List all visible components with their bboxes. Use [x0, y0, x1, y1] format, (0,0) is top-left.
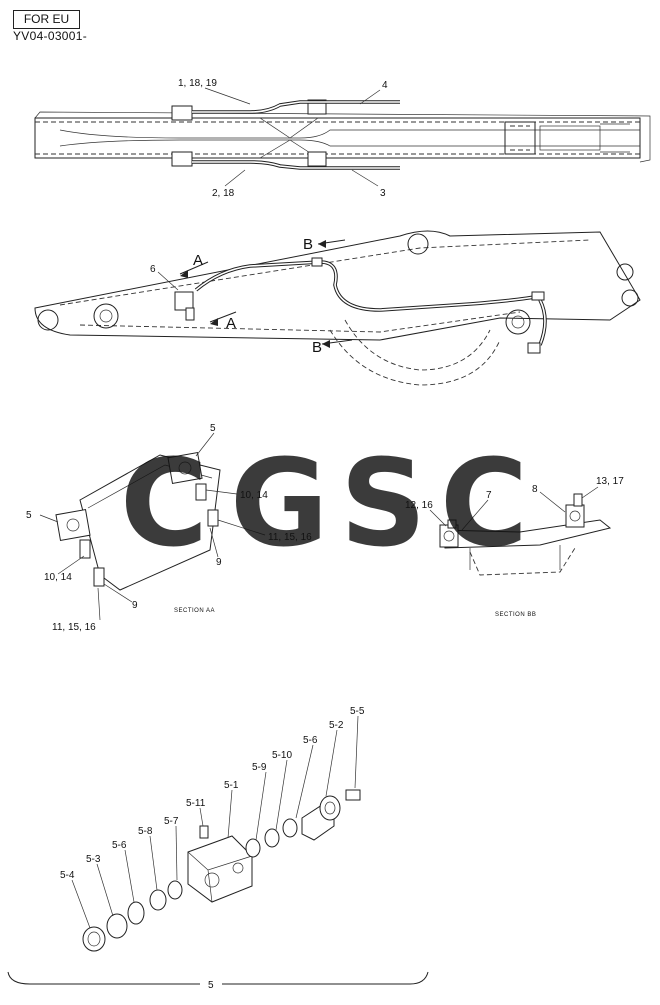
assembly-label-5: 5 — [208, 980, 214, 991]
callout-4: 4 — [382, 80, 388, 91]
callout-7: 7 — [486, 490, 492, 501]
callout-5-2: 5-2 — [329, 720, 344, 731]
section-marker-b-bottom: B — [312, 339, 322, 356]
region-tag: FOR EU — [13, 10, 80, 29]
callout-8: 8 — [532, 484, 538, 495]
watermark-letter: C — [120, 435, 208, 574]
watermark-letter: G — [230, 435, 329, 574]
top-view: 1, 18, 19 4 2, 18 3 — [34, 78, 651, 199]
callout-6: 6 — [150, 264, 156, 275]
watermark-letter: S — [340, 435, 426, 574]
watermark-letter: C — [440, 435, 528, 574]
callout-5-6-right: 5-6 — [303, 735, 318, 746]
callout-2-18: 2, 18 — [212, 188, 235, 199]
callout-5-9: 5-9 — [252, 762, 267, 773]
callout-9-right: 9 — [216, 557, 222, 568]
callout-5-8: 5-8 — [138, 826, 153, 837]
callout-9-left: 9 — [132, 600, 138, 611]
section-bb: 8 13, 17 12, 16 7 SECTION BB — [405, 476, 624, 618]
section-aa-title: SECTION AA — [174, 608, 215, 614]
drawing-code: YV04-03001- — [13, 29, 88, 43]
callout-1-18-19: 1, 18, 19 — [178, 78, 217, 89]
callout-5-left: 5 — [26, 510, 32, 521]
callout-5-6-left: 5-6 — [112, 840, 127, 851]
section-marker-a-top: A — [193, 252, 203, 269]
callout-13-17: 13, 17 — [596, 476, 624, 487]
callout-5-5: 5-5 — [350, 706, 365, 717]
callout-5-4: 5-4 — [60, 870, 75, 881]
callout-10-14-left: 10, 14 — [44, 572, 72, 583]
callout-12-16: 12, 16 — [405, 500, 433, 511]
callout-10-14-right: 10, 14 — [240, 490, 268, 501]
section-marker-b-top: B — [303, 236, 313, 253]
callout-5-7: 5-7 — [164, 816, 179, 827]
side-view: 6 A A B B — [34, 230, 641, 386]
callout-11-15-16-right: 11, 15, 16 — [268, 532, 312, 543]
callout-5-3: 5-3 — [86, 854, 101, 865]
section-aa: 5 10, 14 11, 15, 16 9 5 10, 14 9 11, 15,… — [26, 423, 312, 633]
callout-3: 3 — [380, 188, 386, 199]
exploded-view: 5-5 5-2 5-6 5-10 5-9 5-1 5-11 5-7 5-8 5-… — [7, 706, 429, 991]
callout-5-10: 5-10 — [272, 750, 292, 761]
callout-5-11: 5-11 — [186, 798, 206, 809]
section-bb-title: SECTION BB — [495, 612, 536, 618]
callout-5-upper: 5 — [210, 423, 216, 434]
callout-11-15-16-left: 11, 15, 16 — [52, 622, 96, 633]
watermark: C G S C — [120, 435, 528, 574]
section-marker-a-bottom: A — [226, 315, 236, 332]
callout-5-1: 5-1 — [224, 780, 239, 791]
